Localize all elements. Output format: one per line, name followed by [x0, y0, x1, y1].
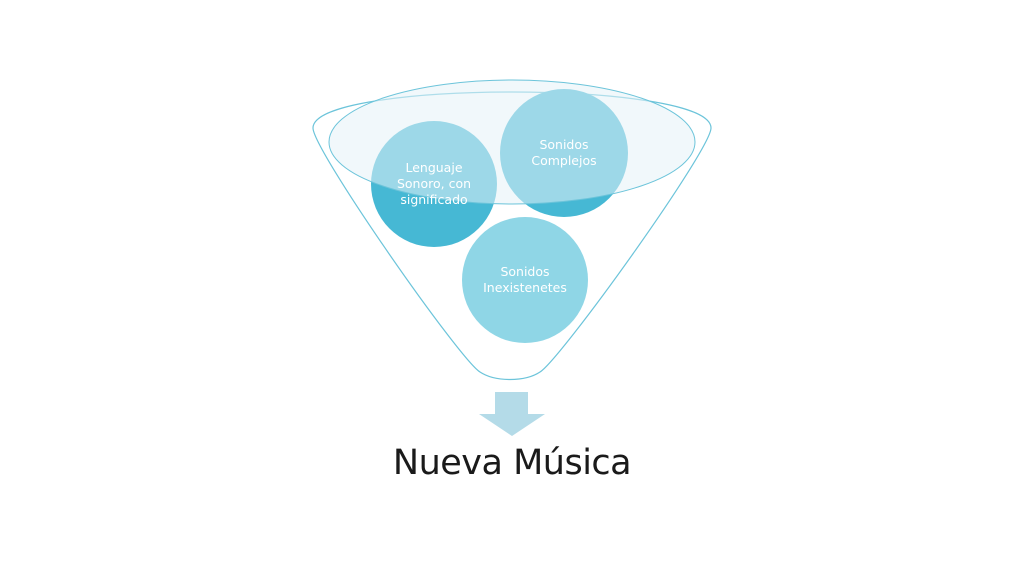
circle-sonidos-inexistentes [462, 217, 588, 343]
funnel-mouth [328, 79, 696, 205]
down-arrow-icon [479, 392, 545, 436]
label-sonidos-inexistentes: Sonidos Inexistenetes [483, 264, 567, 295]
label-lenguaje-sonoro: Lenguaje Sonoro, con significado [396, 160, 472, 207]
label-sonidos-complejos: Sonidos Complejos [531, 137, 597, 168]
result-title: Nueva Música [392, 443, 632, 483]
